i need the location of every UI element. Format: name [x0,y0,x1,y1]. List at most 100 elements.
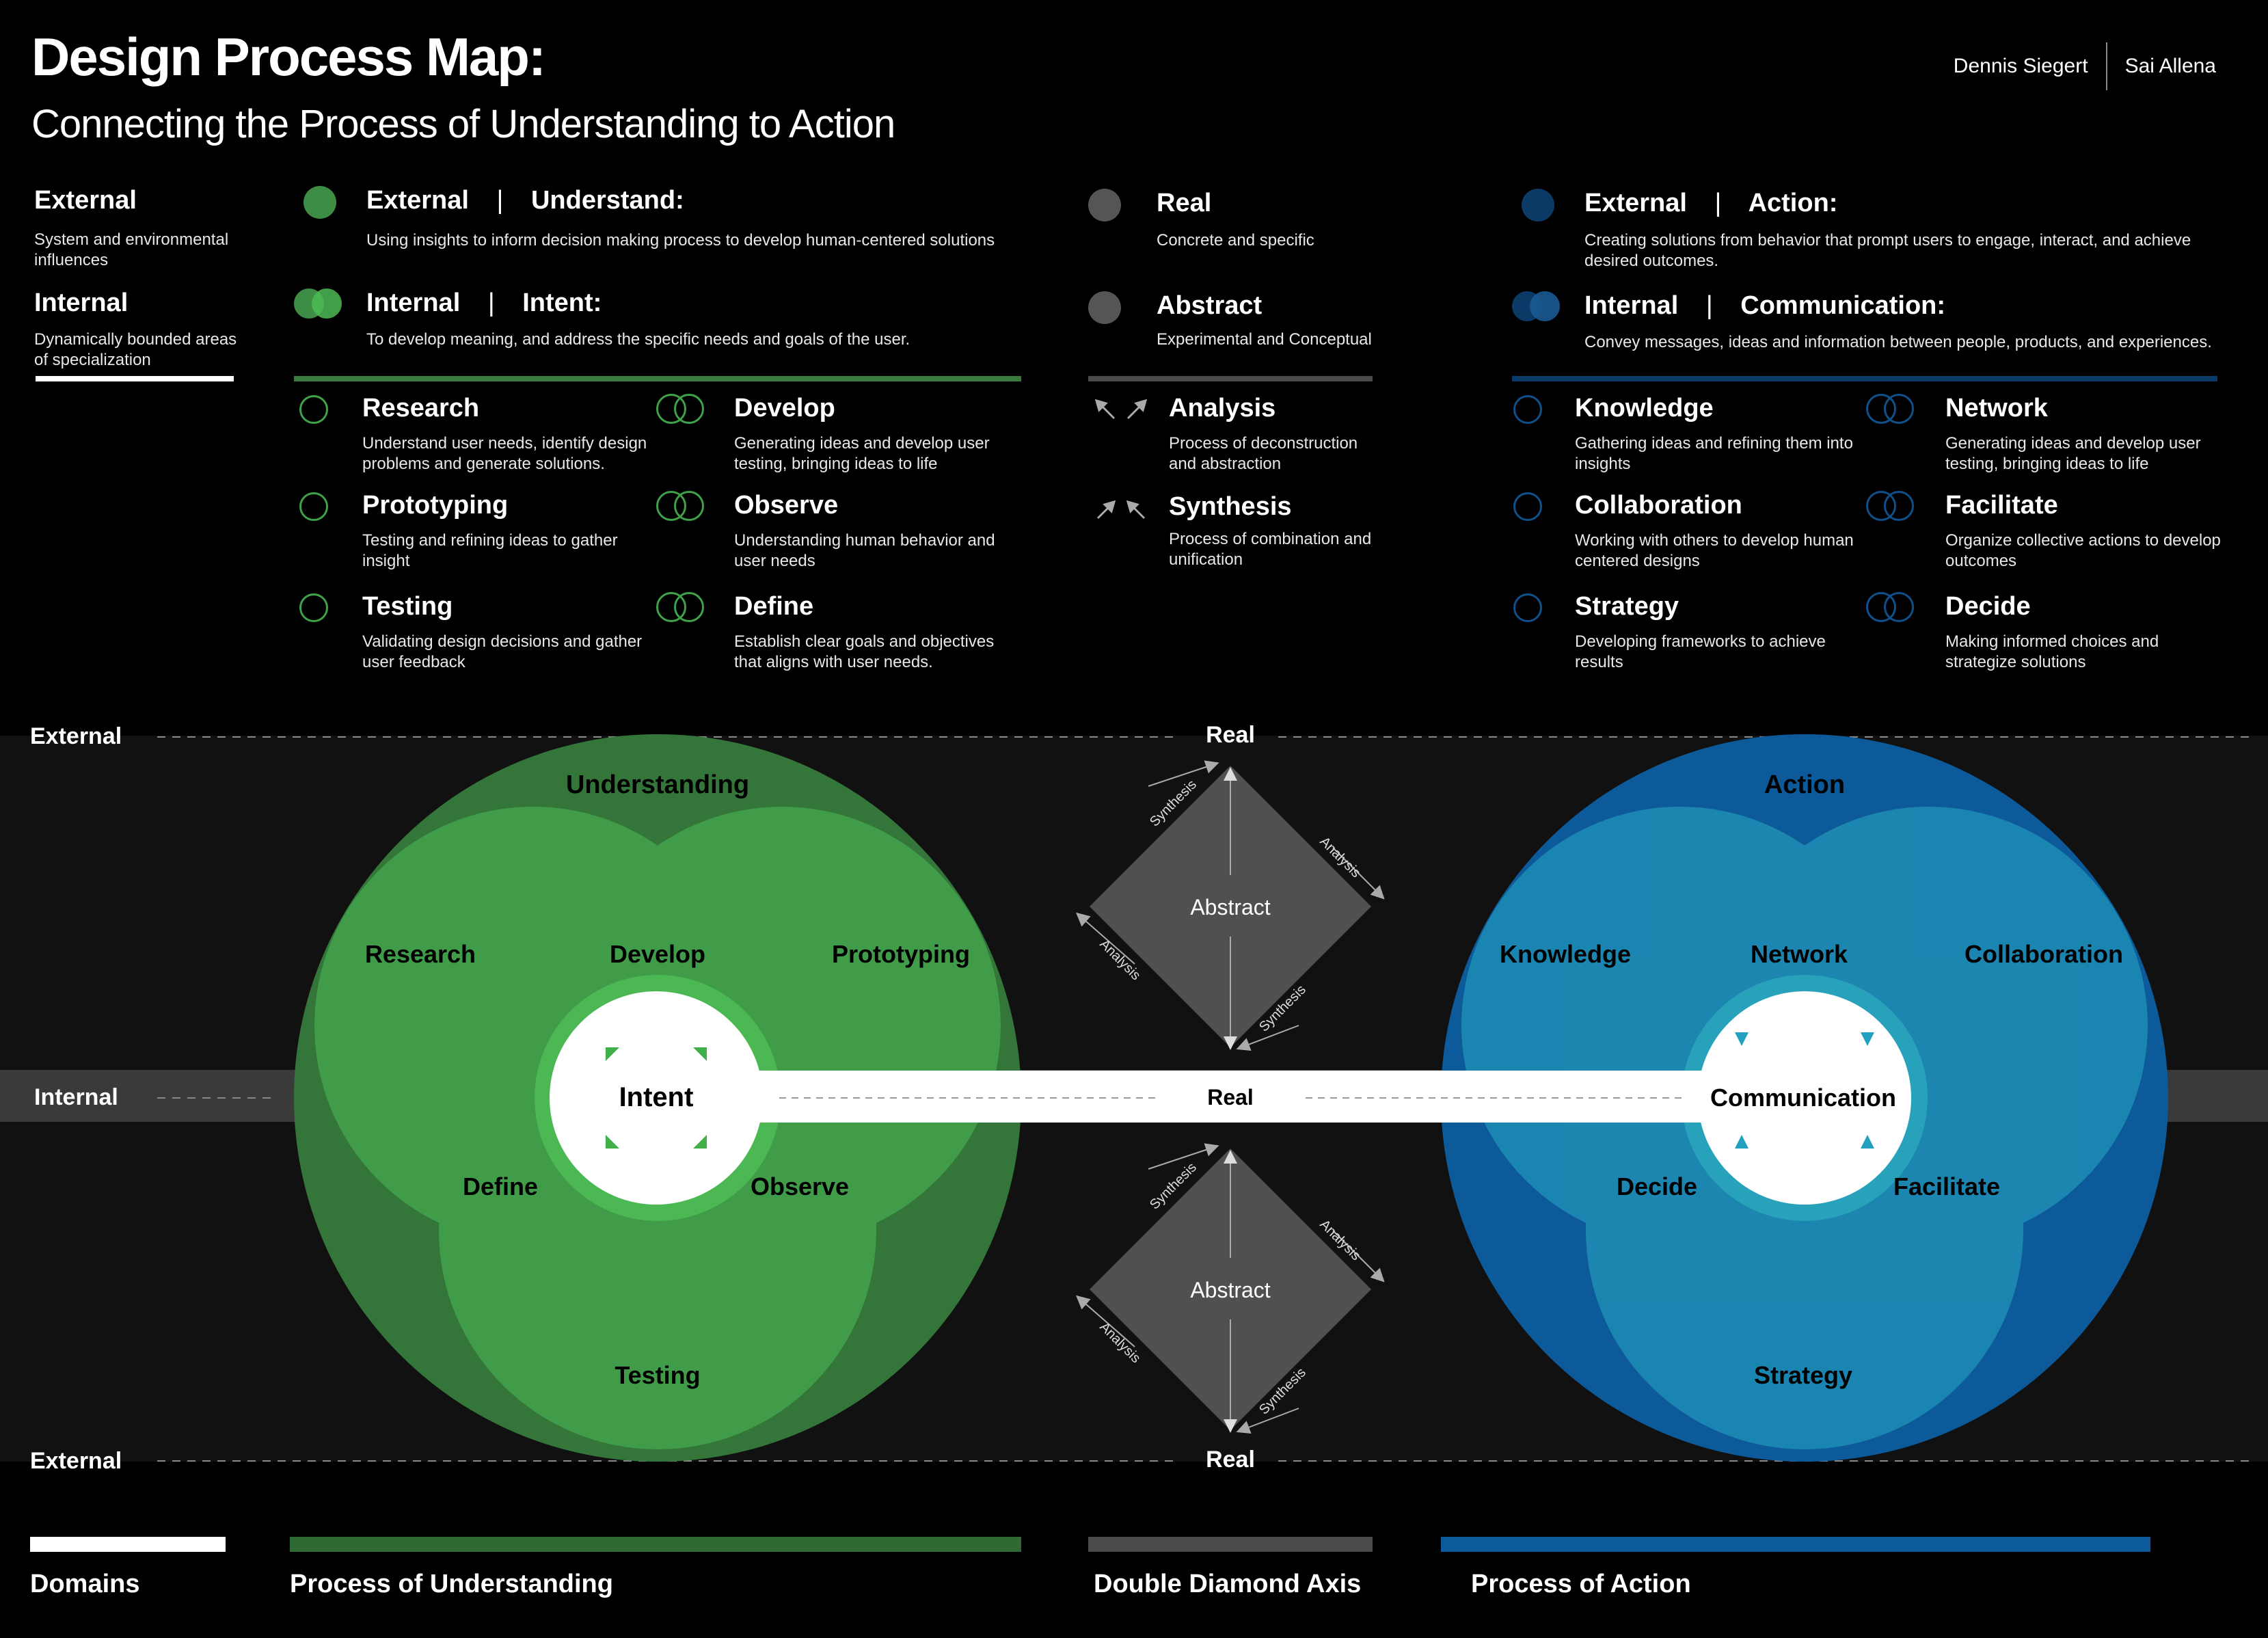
understand-internal-heading: Internal | Intent: [366,288,602,318]
prototyping-label: Prototyping [832,940,970,968]
observe-double-ring-icon [656,491,705,524]
collaboration-desc: Working with others to develop human cen… [1575,531,1854,570]
internal-communication-double-dot-icon [1512,291,1564,324]
action-internal-title: Internal [1584,291,1679,320]
diagram-external-top-label: External [30,723,122,749]
strategy-label: Strategy [1754,1361,1852,1389]
network-desc: Generating ideas and develop user testin… [1945,434,2201,473]
heading-divider: | [496,186,504,215]
diagram-real-bottom-label: Real [1206,1447,1255,1473]
observe-desc: Understanding human behavior and user ne… [734,531,995,570]
diagram-abstract-top-label: Abstract [1190,895,1270,919]
understand-external-heading: External | Understand: [366,186,684,215]
action-external-title: External [1584,189,1687,217]
prototyping-title: Prototyping [362,491,509,520]
collaboration-title: Collaboration [1575,491,1742,520]
legend-understanding-label: Process of Understanding [290,1570,613,1598]
author-name: Sai Allena [2124,55,2216,77]
research-title: Research [362,394,480,422]
collaboration-label: Collaboration [1965,940,2123,968]
network-title: Network [1945,394,2048,422]
diagram-external-bottom-label: External [30,1448,122,1474]
heading-divider: | [487,288,495,317]
communication-arrows-icon [1735,1032,1874,1149]
external-understand-dot-icon [303,186,336,219]
network-double-ring-icon [1866,394,1915,427]
develop-double-ring-icon [656,394,705,427]
understand-external-sub: Understand: [530,186,684,215]
define-double-ring-icon [656,592,705,625]
knowledge-ring-icon [1513,395,1542,424]
define-label: Define [463,1172,538,1200]
domain-internal-title: Internal [34,288,129,317]
strategy-desc: Developing frameworks to achieve results [1575,632,1826,671]
internal-intent-double-dot-icon [294,288,346,321]
synthesis-desc: Process of combination and unification [1169,530,1372,569]
testing-desc: Validating design decisions and gather u… [362,632,643,671]
understanding-label: Understanding [566,770,749,799]
legend-understanding-swatch [290,1537,1021,1552]
author-name: Dennis Siegert [1953,55,2088,77]
domain-internal-desc: Dynamically bounded areas of specializat… [34,330,237,369]
decide-label: Decide [1617,1172,1697,1200]
domain-external-title: External [34,186,137,215]
research-ring-icon [299,395,328,424]
strategy-title: Strategy [1575,592,1679,621]
decide-double-ring-icon [1866,592,1915,625]
facilitate-title: Facilitate [1945,491,2058,520]
collaboration-ring-icon [1513,492,1542,521]
facilitate-double-ring-icon [1866,491,1915,524]
understand-internal-sub: Intent: [522,288,602,317]
action-internal-heading: Internal | Communication: [1584,291,1945,321]
action-external-sub: Action: [1748,189,1838,217]
facilitate-desc: Organize collective actions to develop o… [1945,531,2221,570]
research-desc: Understand user needs, identify design p… [362,434,647,473]
define-title: Define [734,592,814,621]
understand-internal-title: Internal [366,288,461,317]
legend-domains-label: Domains [30,1570,140,1598]
analysis-desc: Process of deconstruction and abstractio… [1169,434,1358,473]
heading-divider: | [1714,189,1722,217]
action-internal-desc: Convey messages, ideas and information b… [1584,333,2212,351]
diagram-real-mid-label: Real [1207,1085,1254,1110]
define-desc: Establish clear goals and objectives tha… [734,632,995,671]
legend-action-label: Process of Action [1471,1570,1691,1598]
real-dot-icon [1088,189,1121,221]
real-connector-bar [718,1071,1743,1123]
network-label: Network [1751,940,1848,968]
knowledge-desc: Gathering ideas and refining them into i… [1575,434,1853,473]
heading-divider: | [1705,291,1713,320]
page-subtitle: Connecting the Process of Understanding … [31,102,895,146]
page-title: Design Process Map: [31,27,546,87]
axis-bar [1088,376,1373,381]
testing-label: Testing [615,1361,700,1389]
legend-axis-label: Double Diamond Axis [1094,1570,1362,1598]
develop-label: Develop [610,940,705,968]
real-title: Real [1157,189,1212,217]
domains-bar [36,376,234,381]
action-label: Action [1764,770,1845,799]
diagram-real-top-label: Real [1206,722,1255,748]
prototyping-desc: Testing and refining ideas to gather ins… [362,531,618,570]
bottom-diamond [1090,1149,1371,1430]
authors: Dennis Siegert Sai Allena [1954,42,2216,90]
diagram-internal-label: Internal [34,1084,118,1110]
action-external-desc: Creating solutions from behavior that pr… [1584,231,2191,270]
develop-title: Develop [734,394,835,422]
intent-core [550,991,763,1205]
knowledge-title: Knowledge [1575,394,1714,422]
understand-internal-desc: To develop meaning, and address the spec… [366,330,910,349]
observe-label: Observe [751,1172,849,1200]
action-external-heading: External | Action: [1584,189,1837,218]
knowledge-label: Knowledge [1500,940,1631,968]
intent-label: Intent [619,1082,694,1112]
legend-domains-swatch [30,1537,226,1552]
testing-title: Testing [362,592,453,621]
abstract-title: Abstract [1157,291,1263,320]
process-diagram: External Internal External Real Real Rea… [0,722,2268,1474]
synthesis-arrows-icon [1096,500,1146,520]
communication-core [1698,991,1911,1205]
diagram-abstract-bottom-label: Abstract [1190,1278,1270,1302]
legend-action-swatch [1441,1537,2150,1552]
decide-desc: Making informed choices and strategize s… [1945,632,2159,671]
